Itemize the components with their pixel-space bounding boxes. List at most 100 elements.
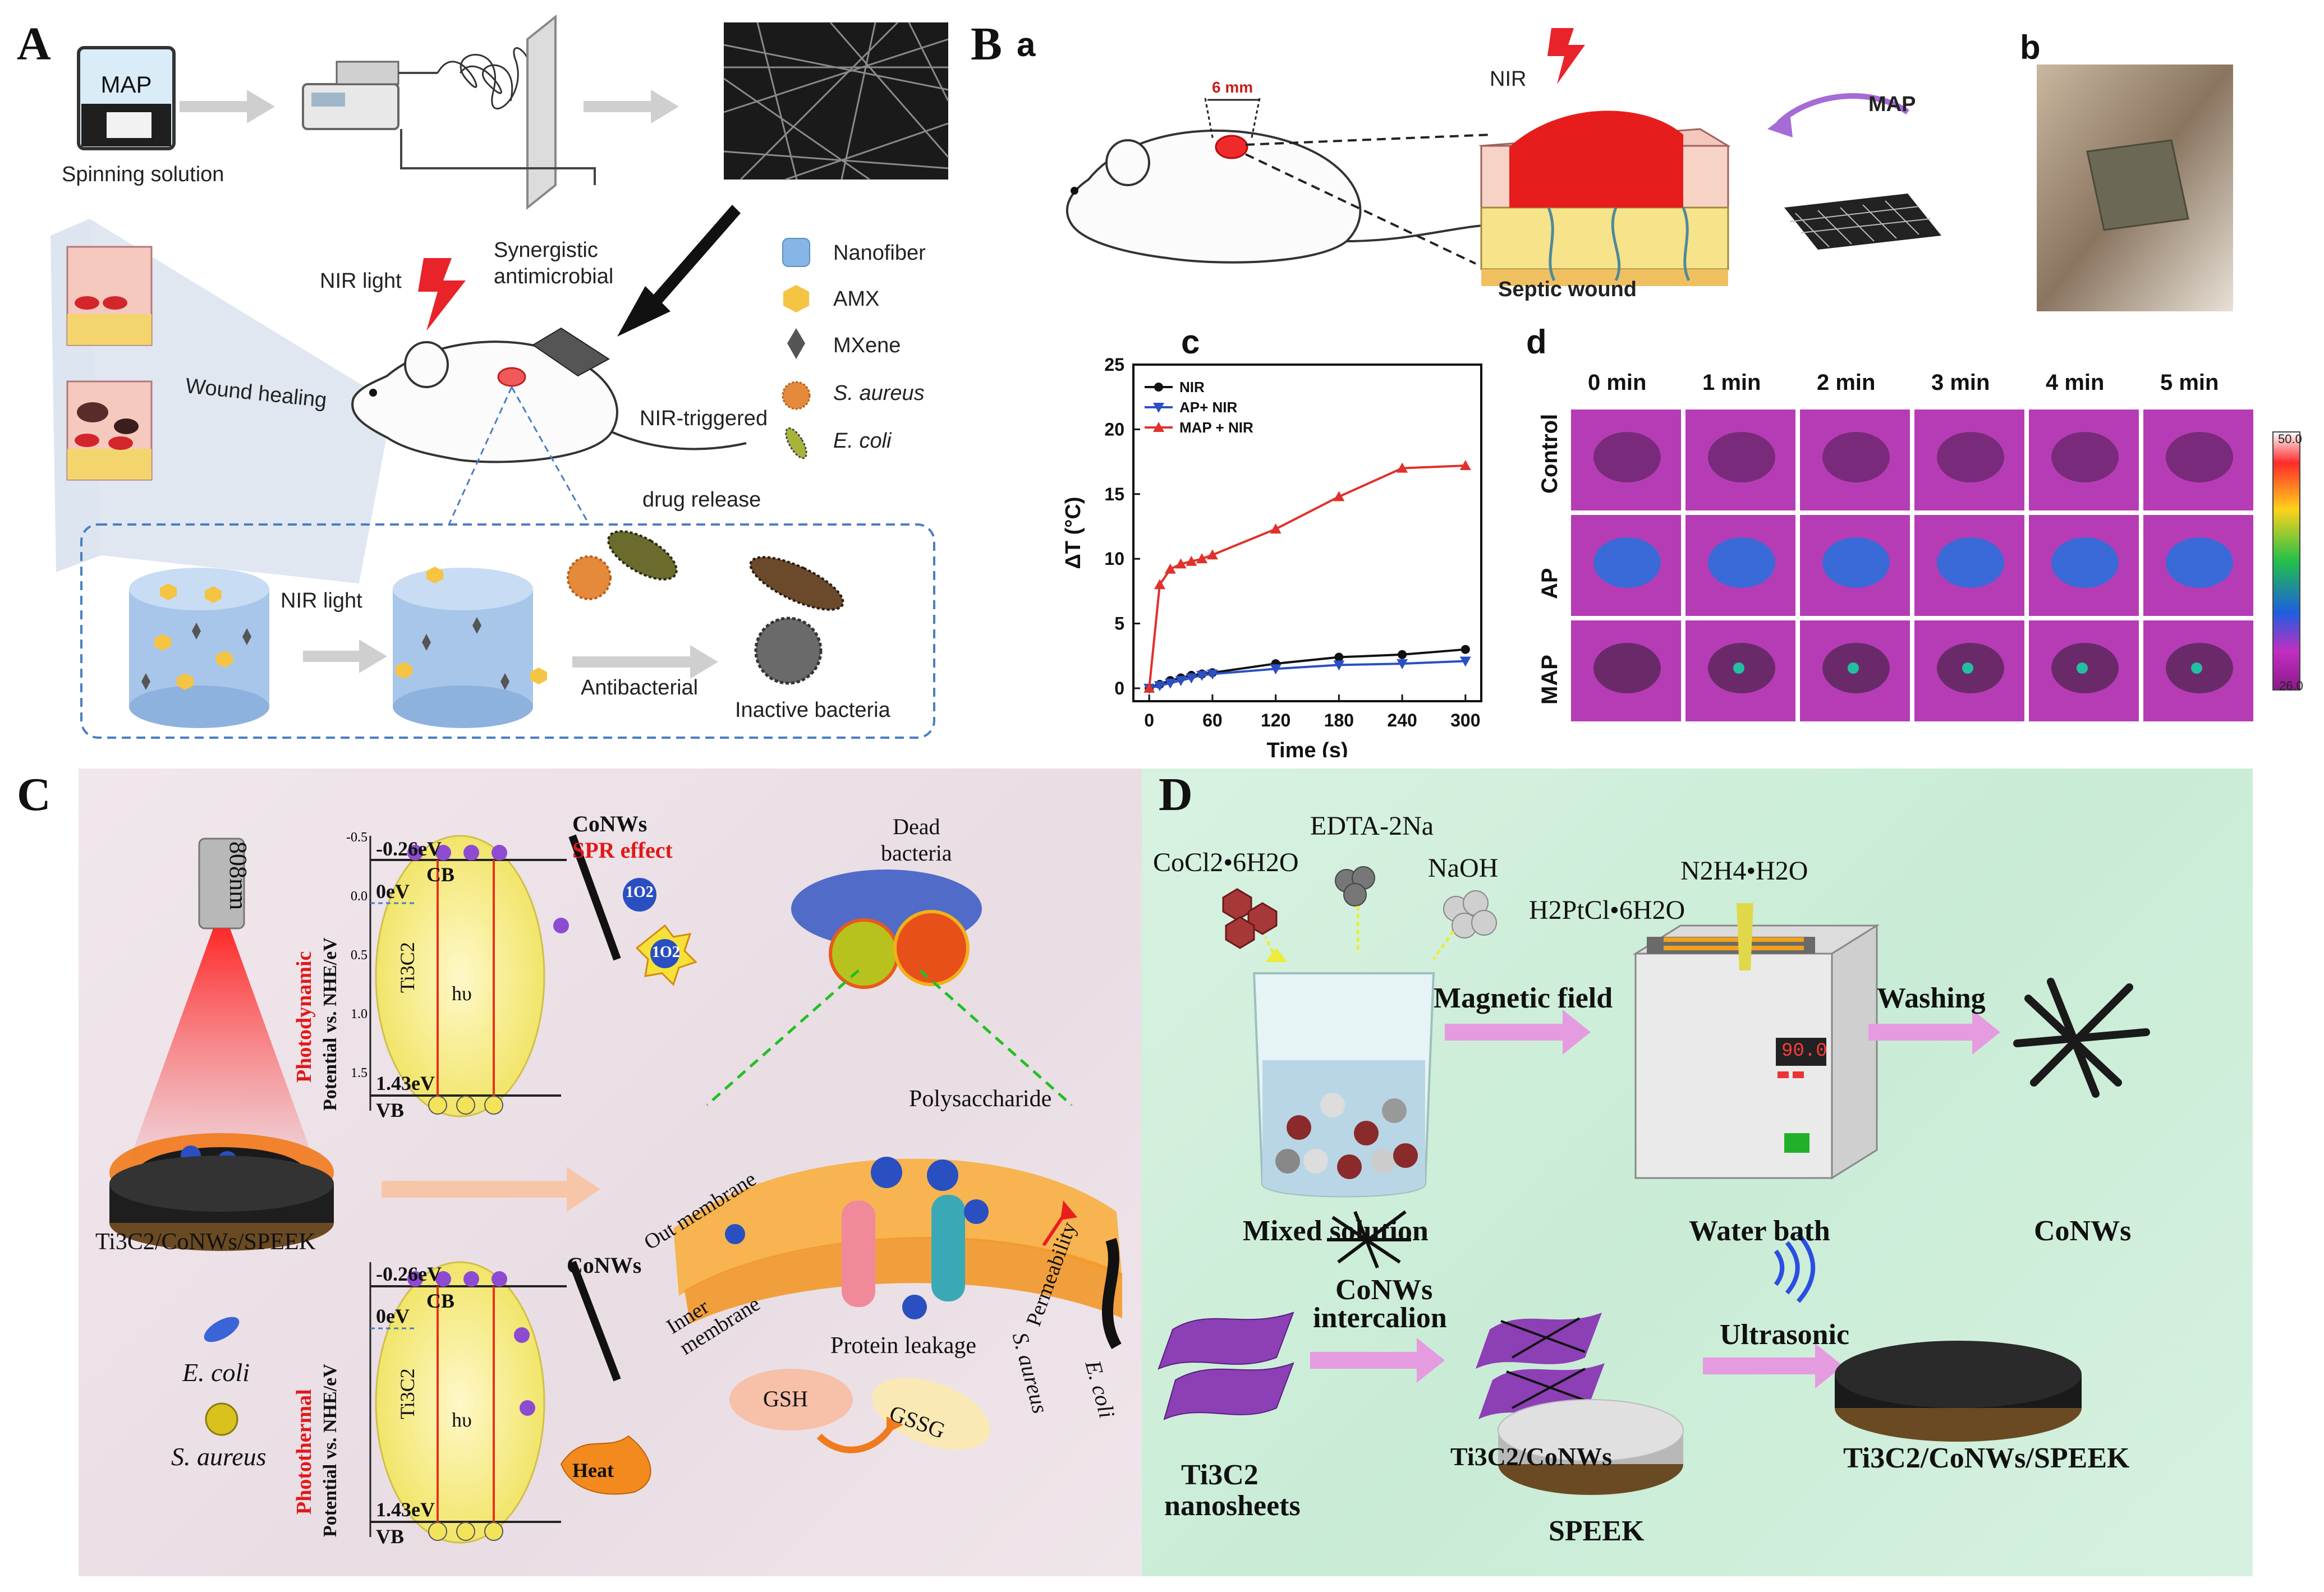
fiber-jet-icon	[437, 47, 535, 110]
thermal-time-label: 4 min	[2046, 370, 2105, 395]
hv-label-bottom: hυ	[452, 1409, 472, 1431]
data-point	[1459, 656, 1471, 667]
cell-membrane-icon	[673, 1157, 1122, 1324]
hot-spot	[2191, 662, 2202, 674]
naoh-label: NaOH	[1428, 853, 1499, 883]
legend-marker	[1153, 422, 1164, 432]
potential-tick-label: 1.5	[351, 1066, 368, 1080]
s-aureus-icon	[205, 1402, 238, 1436]
mouse-silhouette	[2166, 432, 2233, 482]
panel-d: D EDTA-2Na CoCl2•6H2O NaOH N2H4•H2O H2Pt…	[1142, 769, 2253, 1576]
legend-s-aureus: S. aureus	[833, 381, 925, 405]
mouse-silhouette	[1593, 432, 1661, 482]
thermal-image-cell	[1914, 620, 2024, 721]
panel-b-sub-d: d	[1526, 323, 1547, 361]
magnetic-field-label: Magnetic field	[1434, 982, 1613, 1014]
o2-label-1: 1O2	[626, 884, 654, 901]
cocl2-label: CoCl2•6H2O	[1153, 848, 1299, 877]
panel-c: C 808nm Ti3C2/CoNWs/SPEEK E. coli S. aur…	[17, 769, 1142, 1576]
data-point	[1333, 491, 1345, 501]
six-mm-label: 6 mm	[1212, 79, 1253, 96]
thermal-row-label: Control	[1537, 413, 1562, 494]
panel-c-letter: C	[17, 769, 51, 821]
dead-bacteria-icon	[791, 869, 982, 989]
data-point	[1397, 462, 1408, 473]
drug-release-label: drug release	[642, 488, 761, 512]
mouse-silhouette	[1822, 537, 1890, 588]
thermal-image-cell	[1800, 515, 1910, 616]
ultrasonic-label: Ultrasonic	[1720, 1319, 1850, 1351]
thermal-image-cell	[1914, 515, 2024, 616]
conws-intercalion-label-2: intercalion	[1313, 1302, 1447, 1334]
thermal-time-label: 1 min	[1702, 370, 1761, 395]
thermal-colorbar	[2272, 431, 2300, 691]
ti3c2-label-top: Ti3C2	[396, 942, 419, 993]
data-point	[1175, 676, 1187, 687]
thermal-image-cell	[2143, 409, 2253, 510]
heat-icon	[560, 1435, 651, 1495]
spinning-solution-label: Spinning solution	[62, 163, 224, 186]
lightning-icon	[418, 258, 466, 331]
panel-b: B a b c d	[954, 0, 2324, 757]
nanofiber-icon	[782, 238, 810, 267]
data-point	[1270, 523, 1282, 534]
arrow-icon	[180, 90, 275, 123]
n2h4-label: N2H4•H2O	[1680, 856, 1808, 886]
nanofiber-cylinder-icon	[393, 567, 547, 728]
e-coli-icon	[204, 1317, 240, 1342]
thermal-image-cell	[1571, 409, 1681, 510]
arrow-icon	[303, 639, 387, 673]
y-tick-label: 10	[1104, 549, 1124, 569]
conws-label: CoNWs	[2034, 1215, 2132, 1247]
amx-icon	[783, 285, 809, 312]
zero-level-bottom: 0eV	[376, 1305, 410, 1327]
nanofiber-patch-icon	[532, 327, 610, 377]
potential-tick-label: 1.0	[351, 1007, 368, 1022]
conws-mesh-icon	[1327, 1210, 1411, 1269]
thermal-time-label: 3 min	[1931, 370, 1990, 395]
data-point	[1175, 558, 1187, 569]
arrow-icon	[584, 90, 679, 123]
mouse-silhouette	[1708, 432, 1775, 482]
zero-level-top: 0eV	[376, 880, 410, 903]
e-coli-icon	[607, 530, 678, 581]
legend-label: AP+ NIR	[1179, 399, 1238, 416]
ti3c2-nanosheets-icon	[1158, 1312, 1294, 1420]
mouse-silhouette	[1593, 537, 1661, 588]
ti3c2-nano-label-2: nanosheets	[1164, 1490, 1301, 1522]
mouse-silhouette	[1708, 537, 1775, 588]
mouse-silhouette	[1593, 643, 1661, 693]
hot-spot	[2077, 662, 2088, 674]
thermal-image-cell	[2029, 620, 2139, 721]
hot-spot	[1962, 662, 1973, 674]
mouse-silhouette	[1822, 432, 1890, 482]
final-composite-label: Ti3C2/CoNWs/SPEEK	[1843, 1442, 2130, 1474]
s-aureus-icon	[567, 555, 612, 600]
panel-c-artwork	[109, 834, 1122, 1544]
lightning-icon	[1547, 28, 1585, 84]
arrow-icon	[1703, 1343, 1843, 1388]
y-tick-label: 15	[1104, 484, 1124, 504]
hv-label-top: hυ	[452, 982, 472, 1005]
laser-label: 808nm	[224, 841, 252, 910]
y-axis-label: ΔT (°C)	[1062, 496, 1085, 569]
colorbar-max: 50.0	[2278, 432, 2302, 446]
x-tick-label: 300	[1450, 710, 1480, 730]
naoh-cluster-icon	[1443, 890, 1497, 938]
thermal-image-cell	[1685, 620, 1795, 721]
water-bath-label: Water bath	[1689, 1215, 1830, 1247]
colorbar-min: 26.0	[2279, 679, 2303, 693]
legend-mxene: MXene	[833, 334, 901, 357]
s-aureus-label: S. aureus	[171, 1442, 267, 1471]
map-mesh-icon	[1784, 194, 1941, 250]
ultrasonic-icon	[1774, 1232, 1816, 1303]
x-tick-label: 60	[1202, 710, 1223, 730]
nir-label: NIR	[1490, 67, 1527, 91]
mouse-silhouette	[2166, 537, 2233, 588]
mouse-silhouette	[2051, 432, 2119, 482]
series-line-2	[1148, 464, 1466, 689]
cb-label-bottom: CB	[426, 1290, 455, 1312]
panel-b-sub-a: a	[1017, 26, 1036, 63]
